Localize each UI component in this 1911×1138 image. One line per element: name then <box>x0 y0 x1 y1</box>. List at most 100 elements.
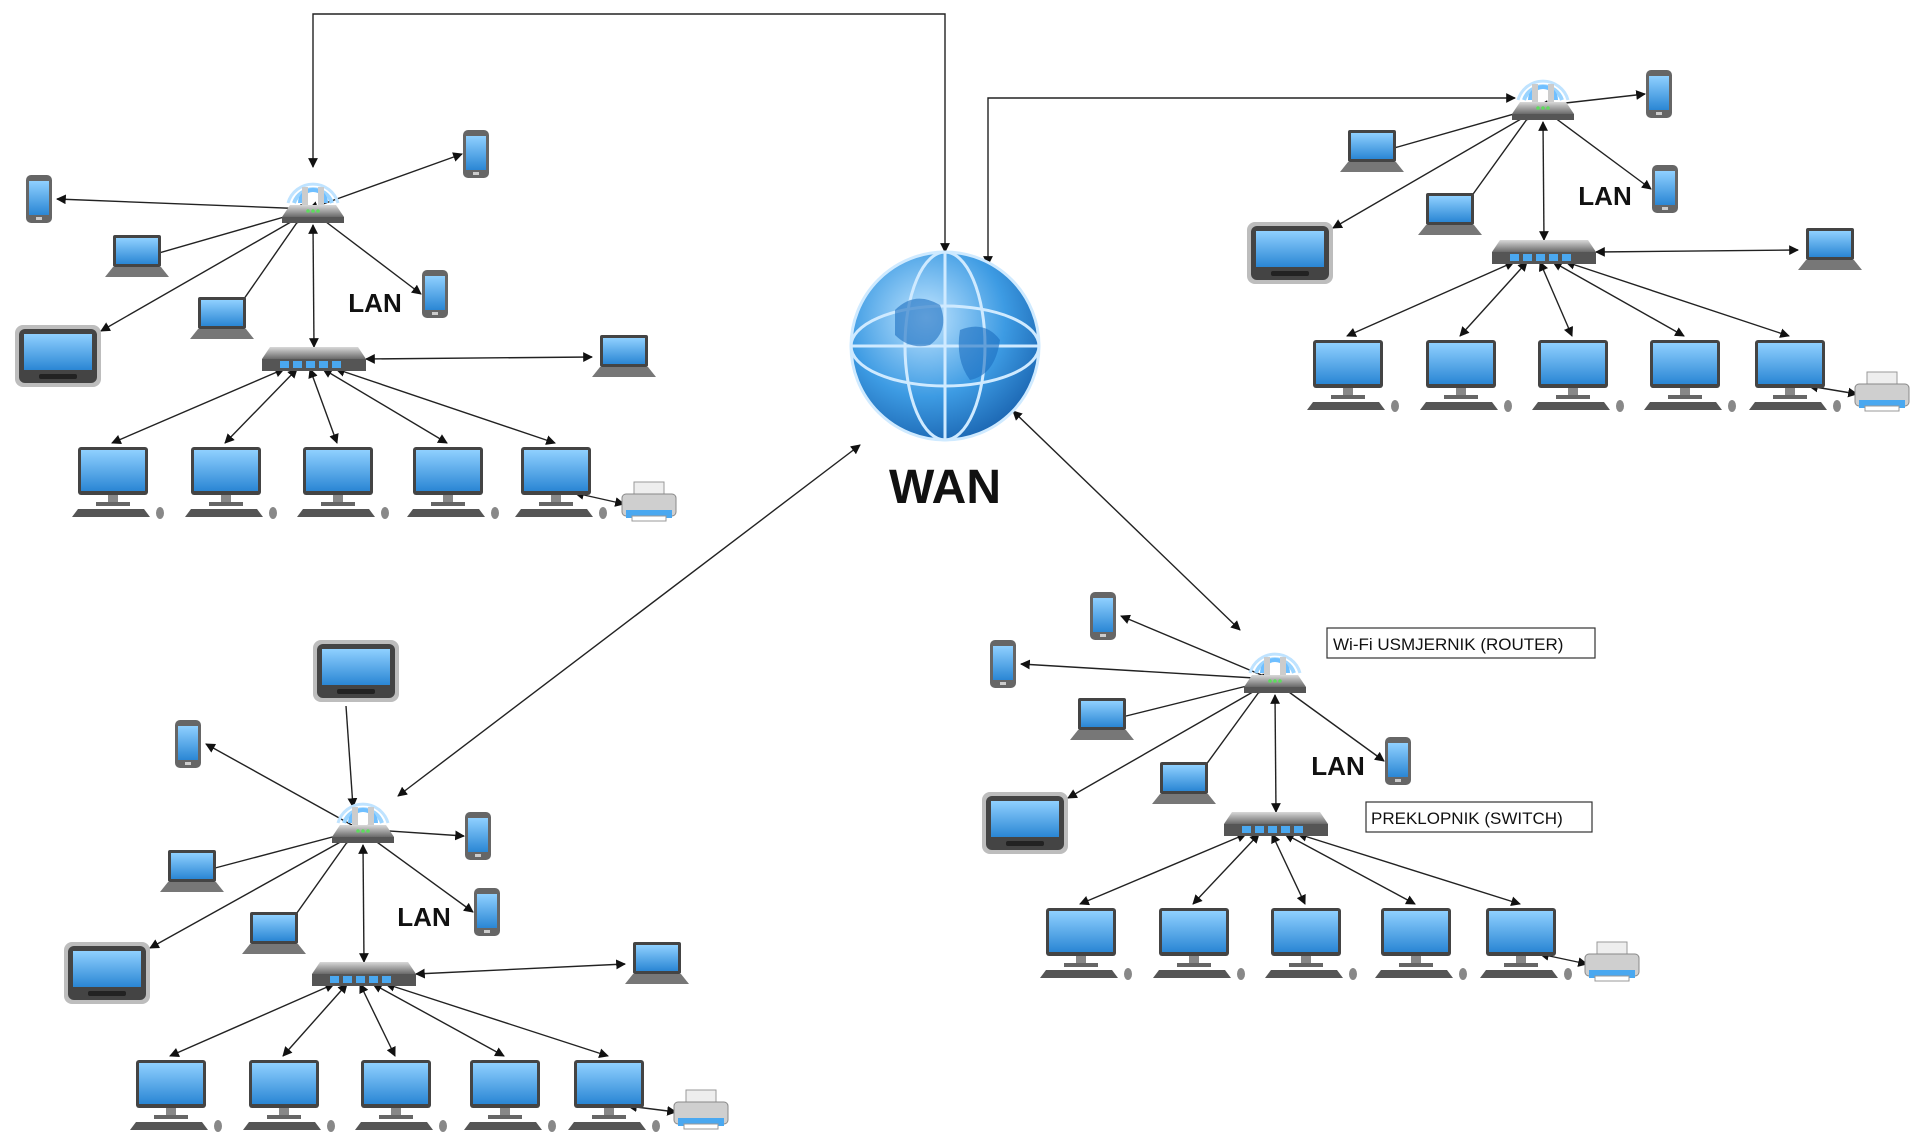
connection-arrow <box>322 368 448 444</box>
desktop-icon <box>297 447 389 519</box>
phone-icon <box>474 888 500 936</box>
connection-arrow <box>1552 261 1685 337</box>
switch-icon <box>1492 240 1596 264</box>
globe-icon <box>849 250 1041 442</box>
connection-arrow <box>308 13 950 253</box>
laptop-icon <box>592 335 656 377</box>
connection-arrow <box>1379 105 1536 155</box>
lan-label: LAN <box>1311 751 1364 781</box>
printer-icon <box>673 1089 729 1130</box>
router-icon <box>1242 652 1308 695</box>
connection-arrow <box>345 705 358 808</box>
connection-arrow <box>358 844 369 963</box>
laptop-icon <box>160 850 224 892</box>
desktop-icon <box>1532 340 1624 412</box>
desktop-icon <box>1644 340 1736 412</box>
desktop-icon <box>1375 908 1467 980</box>
connection-arrow <box>1270 694 1281 813</box>
desktop-icon <box>130 1060 222 1132</box>
router-callout-text: Wi-Fi USMJERNIK (ROUTER) <box>1333 635 1563 654</box>
connection-arrow <box>1120 614 1272 681</box>
phone-icon <box>26 175 52 223</box>
connection-arrow <box>1012 410 1241 631</box>
switch-icon <box>262 347 366 371</box>
connection-arrow <box>1346 261 1515 337</box>
laptop-icon <box>1798 228 1862 270</box>
lan-label: LAN <box>348 288 401 318</box>
connection-arrow <box>1067 684 1266 799</box>
printer-icon <box>621 481 677 522</box>
desktop-icon <box>1153 908 1245 980</box>
phone-icon <box>1652 165 1678 213</box>
connection-arrow <box>372 983 505 1057</box>
connection-arrow <box>308 224 319 348</box>
router-callout: Wi-Fi USMJERNIK (ROUTER) <box>1326 627 1596 659</box>
connection-arrow <box>224 368 298 444</box>
connection-arrow <box>1459 261 1528 337</box>
connection-arrow <box>983 93 1516 266</box>
connection-arrow <box>1538 121 1549 241</box>
desktop-icon <box>185 447 277 519</box>
connection-arrow <box>335 367 556 445</box>
connection-arrow <box>100 214 304 332</box>
connection-arrow <box>169 983 335 1057</box>
desktop-icon <box>1480 908 1572 980</box>
phone-icon <box>175 720 201 768</box>
phone-icon <box>1646 70 1672 118</box>
desktop-icon <box>72 447 164 519</box>
connection-arrow <box>149 834 354 949</box>
connection-arrow <box>1539 261 1573 337</box>
connection-arrow <box>282 983 348 1057</box>
connection-arrow <box>1565 260 1790 338</box>
connection-arrow <box>415 959 626 979</box>
switch-callout: PREKLOPNIK (SWITCH) <box>1365 801 1593 833</box>
connection-arrow <box>365 352 593 364</box>
tablet-icon <box>313 640 399 702</box>
desktop-icon <box>407 447 499 519</box>
laptop-icon <box>1152 762 1216 804</box>
switch-icon <box>1224 812 1328 836</box>
laptop-icon <box>105 235 169 277</box>
desktop-icon <box>1265 908 1357 980</box>
connection-arrow <box>385 982 609 1058</box>
connection-arrow <box>56 194 310 214</box>
laptop-icon <box>242 912 306 954</box>
connection-arrow <box>1297 831 1521 907</box>
laptop-icon <box>190 297 254 339</box>
laptop-icon <box>1418 193 1482 235</box>
laptop-icon <box>1070 698 1134 740</box>
router-icon <box>280 182 346 225</box>
desktop-icon <box>355 1060 447 1132</box>
wan-label: WAN <box>889 461 1001 514</box>
links <box>56 13 1858 1116</box>
tablet-icon <box>15 325 101 387</box>
desktop-icon <box>1420 340 1512 412</box>
connection-arrow <box>1192 833 1260 905</box>
printer-icon <box>1854 371 1910 412</box>
connection-arrow <box>111 367 285 445</box>
phone-icon <box>463 130 489 178</box>
phone-icon <box>422 270 448 318</box>
connection-arrow <box>144 208 306 260</box>
connection-arrow <box>1595 245 1799 257</box>
connection-arrow <box>205 743 360 830</box>
router-icon <box>1510 79 1576 122</box>
desktop-icon <box>1749 340 1841 412</box>
tablet-icon <box>982 792 1068 854</box>
phone-icon <box>465 812 491 860</box>
laptop-icon <box>625 942 689 984</box>
connection-arrow <box>1079 832 1247 906</box>
switch-callout-text: PREKLOPNIK (SWITCH) <box>1371 809 1563 828</box>
connection-arrow <box>1020 659 1272 684</box>
phone-icon <box>1090 592 1116 640</box>
connection-arrow <box>397 444 861 797</box>
lan-label: LAN <box>397 902 450 932</box>
phone-icon <box>1385 737 1411 785</box>
phone-icon <box>990 640 1016 688</box>
printer-icon <box>1584 941 1640 982</box>
tablet-icon <box>1247 222 1333 284</box>
lan-label: LAN <box>1578 181 1631 211</box>
desktop-icon <box>1040 908 1132 980</box>
connection-arrow <box>1284 833 1416 905</box>
connection-arrow <box>359 983 396 1057</box>
